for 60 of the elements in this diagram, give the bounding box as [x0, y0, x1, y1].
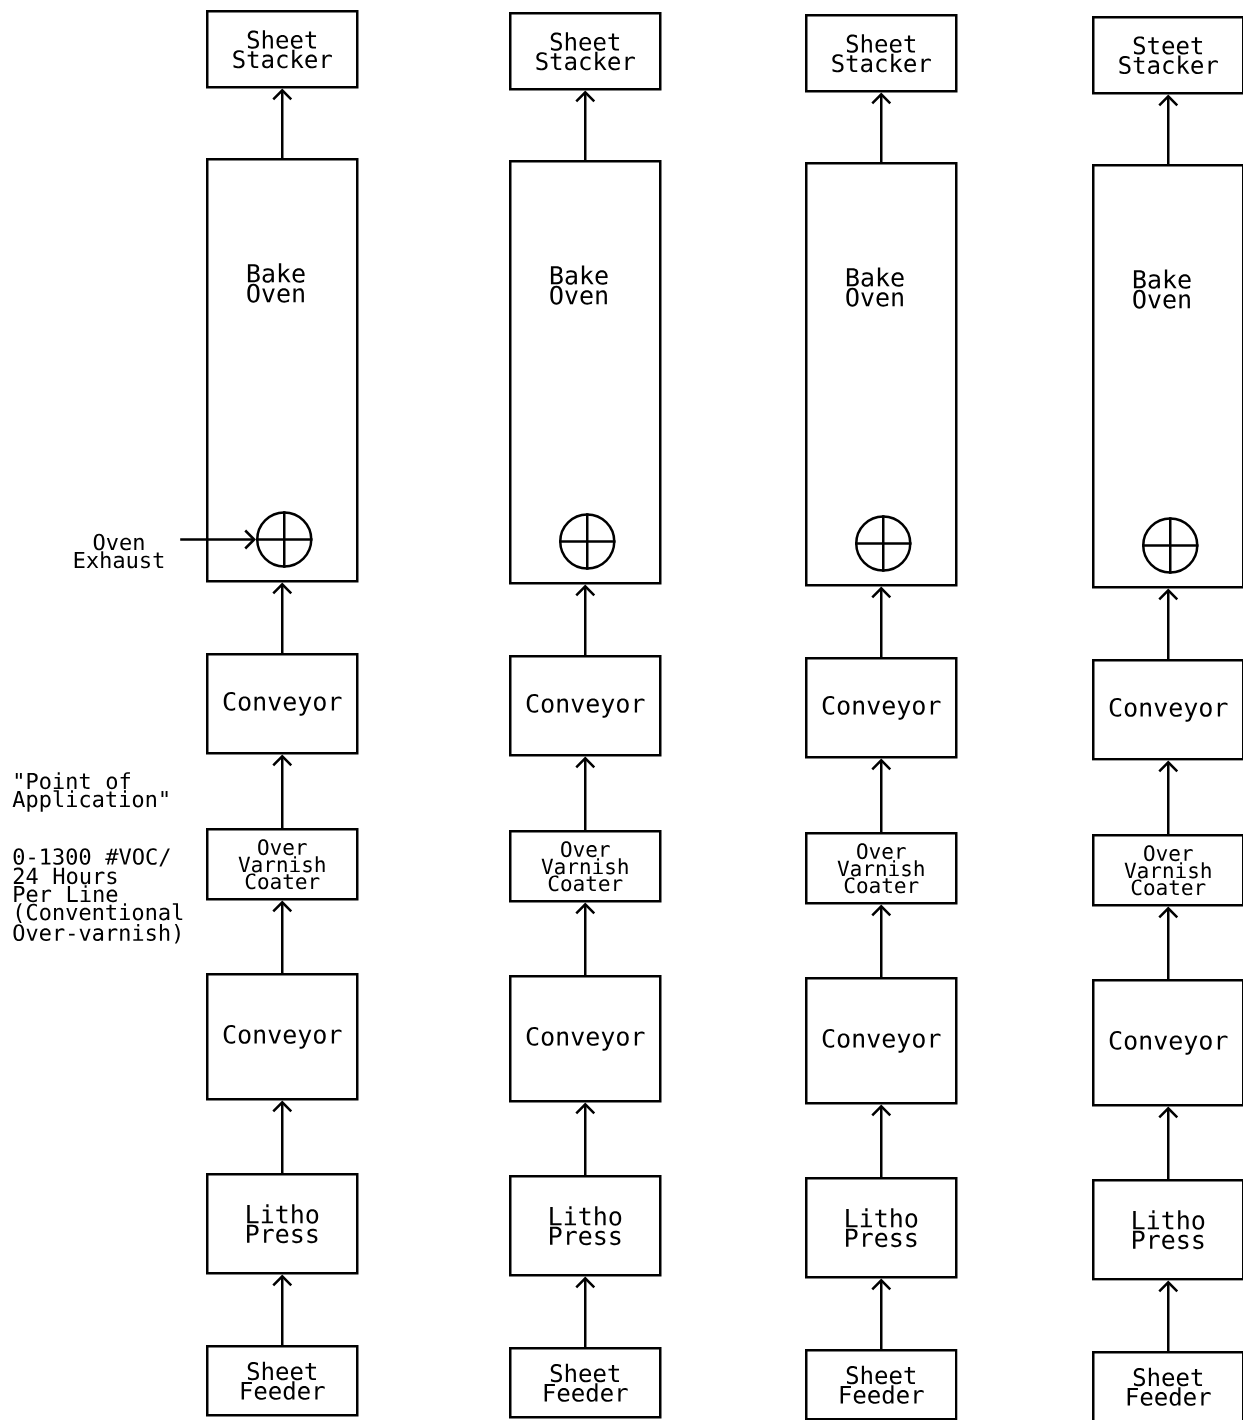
conveyor-box: Conveyor [1092, 979, 1243, 1107]
stacker-box: Sheet Stacker [509, 12, 662, 91]
arrow [1158, 1106, 1179, 1179]
callout-text: Oven Exhaust [74, 533, 164, 569]
feeder-box: Sheet Feeder [1092, 1351, 1243, 1420]
exhaust-fan-symbol [1142, 517, 1199, 574]
feeder-box: Sheet Feeder [206, 1345, 359, 1417]
feeder-box: Sheet Feeder [805, 1349, 958, 1420]
conveyor-box: Conveyor [206, 973, 359, 1101]
press-box: Litho Press [1092, 1179, 1243, 1281]
note-text: "Point of Application" [12, 772, 168, 812]
press-box: Litho Press [206, 1173, 359, 1275]
press-box: Litho Press [509, 1175, 662, 1277]
leader-arrow [180, 529, 256, 550]
note-text: 0-1300 #VOC/ 24 Hours Per Line (Conventional Over-varnish) [13, 848, 183, 944]
arrow [1158, 94, 1179, 164]
arrow [871, 92, 892, 162]
conveyor-box: Conveyor [1092, 659, 1243, 761]
arrow [575, 584, 596, 655]
stacker-box: Sheet Stacker [206, 10, 359, 89]
feeder-box: Sheet Feeder [509, 1347, 662, 1419]
arrow [1158, 906, 1179, 979]
arrow [871, 758, 892, 832]
arrow [871, 1104, 892, 1177]
arrow [272, 900, 293, 973]
arrow [272, 582, 293, 653]
arrow [1158, 588, 1179, 659]
coater-box: Over Varnish Coater [206, 828, 359, 901]
arrow [272, 1274, 293, 1345]
arrow [871, 1278, 892, 1349]
arrow [575, 902, 596, 975]
oven-box: Bake Oven [805, 162, 958, 587]
arrow [575, 756, 596, 830]
arrow [575, 1276, 596, 1347]
stacker-box: Sheet Stacker [805, 14, 958, 93]
conveyor-box: Conveyor [805, 977, 958, 1105]
arrow [272, 1100, 293, 1173]
oven-box: Bake Oven [509, 160, 662, 585]
exhaust-fan-symbol [256, 511, 313, 568]
arrow [1158, 1280, 1179, 1351]
conveyor-box: Conveyor [509, 975, 662, 1103]
oven-box: Bake Oven [1092, 164, 1243, 589]
arrow [575, 1102, 596, 1175]
conveyor-box: Conveyor [206, 653, 359, 755]
arrow [272, 88, 293, 158]
oven-box: Bake Oven [206, 158, 359, 583]
arrow [871, 904, 892, 977]
arrow [272, 754, 293, 828]
coater-box: Over Varnish Coater [509, 830, 662, 903]
exhaust-fan-symbol [855, 515, 912, 572]
press-box: Litho Press [805, 1177, 958, 1279]
exhaust-fan-symbol [559, 513, 616, 570]
arrow [1158, 760, 1179, 834]
arrow [871, 586, 892, 657]
coater-box: Over Varnish Coater [805, 832, 958, 905]
conveyor-box: Conveyor [509, 655, 662, 757]
arrow [575, 90, 596, 160]
conveyor-box: Conveyor [805, 657, 958, 759]
stacker-box: Steet Stacker [1092, 16, 1243, 95]
coater-box: Over Varnish Coater [1092, 834, 1243, 907]
